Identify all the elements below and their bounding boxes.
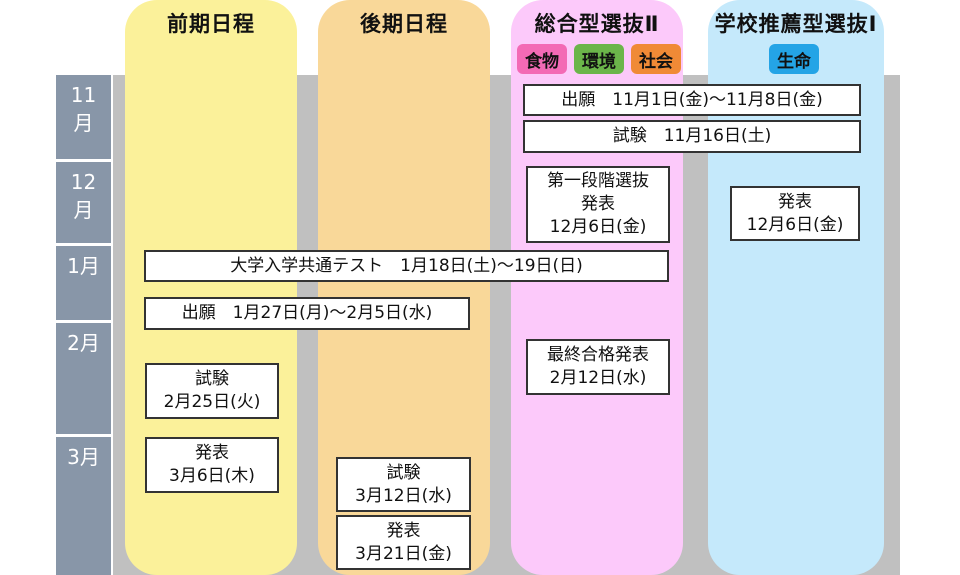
month-november: 11 月 [56, 75, 111, 159]
month-number: 12 [70, 170, 97, 194]
event-sogo-final-result: 最終合格発表 2月12日(水) [526, 339, 670, 395]
month-february: 2月 [56, 323, 111, 434]
month-unit: 月 [73, 198, 94, 222]
month-label: 2月 [67, 331, 100, 355]
column-title: 前期日程 [167, 12, 255, 36]
month-label: 1月 [67, 254, 100, 278]
tag-seimei: 生命 [769, 44, 819, 74]
event-sogo-first-stage-result: 第一段階選抜 発表 12月6日(金) [526, 166, 670, 243]
tag-kankyo: 環境 [574, 44, 624, 74]
event-koki-result: 発表 3月21日(金) [336, 515, 471, 570]
tag-shokumotsu: 食物 [517, 44, 567, 74]
event-zenki-result: 発表 3月6日(木) [145, 437, 279, 493]
column-title: 総合型選抜Ⅱ [534, 12, 660, 36]
event-sogo-exam: 試験 11月16日(土) [523, 120, 861, 153]
month-label: 3月 [67, 445, 100, 469]
event-zenki-exam: 試験 2月25日(火) [145, 363, 279, 419]
event-sogo-application: 出願 11月1日(金)～11月8日(金) [523, 84, 861, 116]
event-common-test: 大学入学共通テスト 1月18日(土)～19日(日) [144, 250, 669, 282]
month-january: 1月 [56, 246, 111, 320]
tag-shakai: 社会 [631, 44, 681, 74]
month-march: 3月 [56, 437, 111, 575]
month-unit: 月 [73, 111, 94, 135]
event-suisen-result: 発表 12月6日(金) [730, 186, 860, 241]
column-title: 後期日程 [360, 12, 448, 36]
event-general-application: 出願 1月27日(月)～2月5日(水) [144, 297, 470, 330]
event-koki-exam: 試験 3月12日(水) [336, 457, 471, 512]
month-december: 12 月 [56, 162, 111, 243]
month-number: 11 [70, 83, 97, 107]
column-title: 学校推薦型選抜Ⅰ [714, 12, 878, 36]
